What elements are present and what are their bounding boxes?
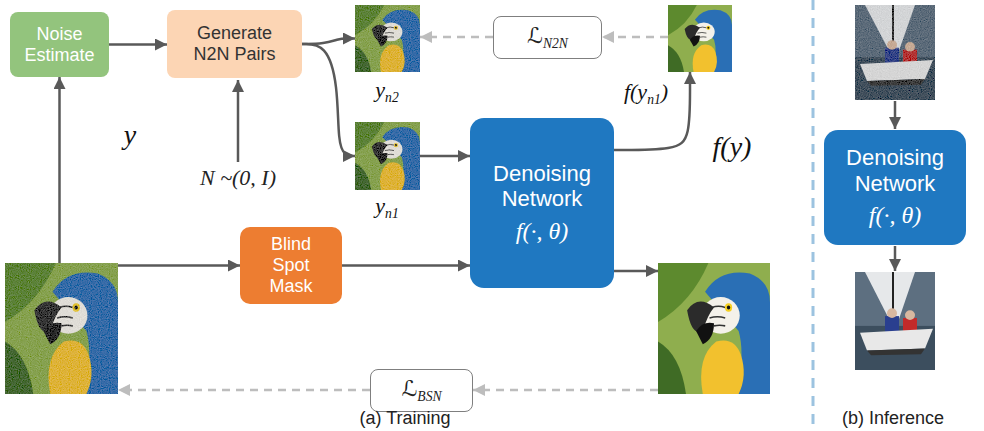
noise-input-arrow <box>237 80 240 162</box>
flow-arrow <box>614 72 690 150</box>
panel-caption: (a) Training <box>359 408 450 429</box>
noise-distribution-label: N ~(0, I) <box>200 165 276 191</box>
formula-label: f(·, θ) <box>869 202 921 230</box>
noisy-parrot-image <box>5 263 118 394</box>
formula-label: f(·, θ) <box>516 218 568 246</box>
loss-box: ℒN2N <box>493 16 602 59</box>
image-label: f(y) <box>713 131 752 163</box>
image-panel: f(yn1) <box>668 5 732 72</box>
box-label: Denoising Network <box>829 145 961 196</box>
image-label: yn2 <box>375 77 398 105</box>
image-panel: yn2 <box>355 5 420 72</box>
box-label: Denoising Network <box>475 161 609 212</box>
loss-arrow <box>473 389 658 392</box>
image-label: yn1 <box>375 193 398 221</box>
noisy-parrot-image <box>355 122 420 190</box>
denoised-parrot-image <box>658 263 770 394</box>
section-divider <box>812 0 815 431</box>
noisy-boat-image <box>855 5 935 100</box>
network-box: Denoising Network f(·, θ) <box>470 118 614 288</box>
flow-arrow <box>58 77 61 263</box>
process-box: Noise Estimate <box>10 12 109 77</box>
loss-label: ℒBSN <box>401 376 441 404</box>
flow-arrow <box>420 155 470 158</box>
inference-arrow <box>894 246 897 271</box>
box-label: Blind Spot Mask <box>261 234 321 296</box>
box-label: Noise Estimate <box>15 24 104 65</box>
loss-arrow <box>420 36 493 39</box>
denoised-boat-image <box>855 272 935 370</box>
flow-arrow <box>614 270 658 273</box>
image-panel: yn1 <box>355 122 420 190</box>
inference-arrow <box>894 101 897 129</box>
image-label: f(yn1) <box>624 79 668 107</box>
denoised-parrot-image <box>668 5 732 72</box>
connector-group <box>60 37 691 390</box>
network-box: Denoising Network f(·, θ) <box>824 130 966 245</box>
flow-arrow <box>109 43 167 46</box>
panel-caption: (b) Inference <box>842 408 944 429</box>
box-label: Generate N2N Pairs <box>185 23 285 64</box>
flow-arrow <box>118 264 240 267</box>
loss-label: ℒN2N <box>527 23 568 51</box>
flow-arrow <box>302 44 355 156</box>
process-box: Generate N2N Pairs <box>167 10 302 78</box>
image-label: y <box>124 119 136 151</box>
flow-arrow <box>342 264 470 267</box>
image-panel: y <box>5 263 118 394</box>
noisy-parrot-image <box>355 5 420 72</box>
loss-box: ℒBSN <box>370 369 473 412</box>
image-panel: f(y) <box>658 263 770 394</box>
process-box: Blind Spot Mask <box>240 227 342 304</box>
loss-arrow <box>118 389 370 392</box>
loss-arrow <box>602 36 668 39</box>
